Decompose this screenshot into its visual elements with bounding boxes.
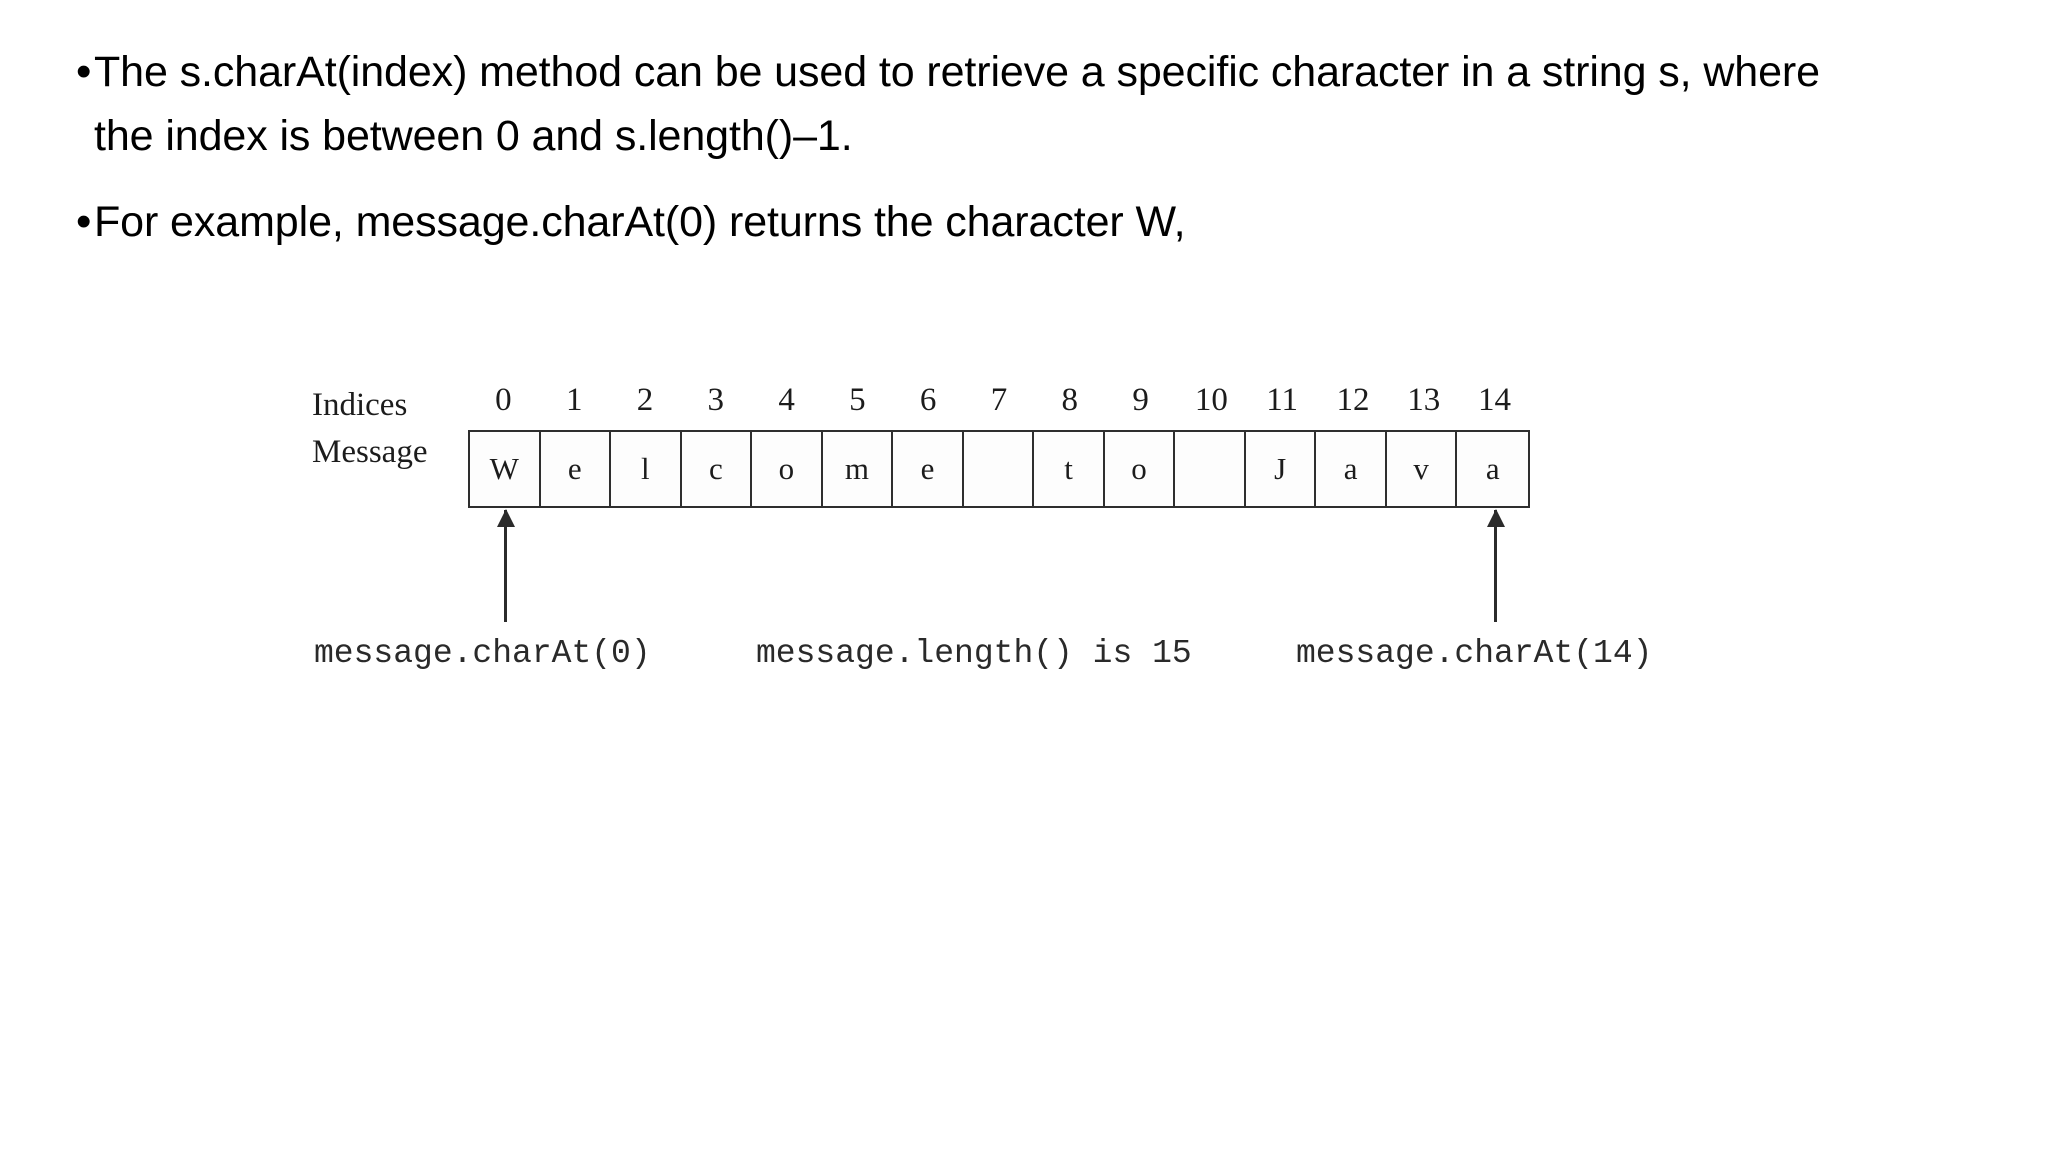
index-number: 13 [1407, 382, 1441, 418]
arrow-up-icon-last-char [1486, 509, 1505, 622]
index-number: 11 [1266, 382, 1299, 418]
message-row-label: Message [312, 434, 428, 470]
slide-body: • The s.charAt(index) method can be used… [60, 40, 1960, 276]
character-cell: e [541, 432, 612, 506]
indices-row-label: Indices [312, 387, 408, 423]
bullet-text: The s.charAt(index) method can be used t… [94, 48, 1820, 160]
caption-length: message.length() is 15 [756, 635, 1192, 672]
caption-char-at-last: message.charAt(14) [1296, 635, 1653, 672]
string-index-figure: Indices Message 0 1 2 3 4 5 6 7 8 9 10 1… [0, 352, 2048, 682]
index-number: 4 [778, 382, 795, 418]
character-cells-row: W e l c o m e t o J a v a [468, 430, 1530, 508]
bullet-marker-icon: • [76, 197, 92, 246]
character-cell: W [470, 432, 541, 506]
character-cell: m [823, 432, 894, 506]
caption-char-at-first: message.charAt(0) [314, 635, 651, 672]
index-number: 5 [849, 382, 866, 418]
index-number: 0 [495, 382, 512, 418]
bullet-item: • For example, message.charAt(0) returns… [60, 190, 1960, 254]
arrow-up-icon-first-char [496, 509, 515, 622]
character-cell: t [1034, 432, 1105, 506]
index-number: 7 [990, 382, 1008, 418]
character-cell: o [752, 432, 823, 506]
index-number: 14 [1478, 382, 1512, 418]
character-cell: J [1246, 432, 1317, 506]
index-number-row: 0 1 2 3 4 5 6 7 8 9 10 11 12 13 14 [468, 380, 1530, 420]
character-cell: c [682, 432, 753, 506]
character-cell [964, 432, 1035, 506]
index-number: 3 [707, 382, 725, 418]
bullet-text: For example, message.charAt(0) returns t… [94, 198, 1186, 246]
character-cell: o [1105, 432, 1176, 506]
character-cell [1175, 432, 1246, 506]
bullet-item: • The s.charAt(index) method can be used… [60, 40, 1960, 168]
index-number: 6 [919, 382, 937, 418]
index-number: 8 [1061, 382, 1079, 418]
character-cell: v [1387, 432, 1458, 506]
index-number: 9 [1132, 382, 1149, 418]
index-number: 1 [565, 382, 583, 418]
character-cell: e [893, 432, 964, 506]
index-number: 12 [1336, 382, 1370, 418]
index-number: 10 [1194, 382, 1228, 418]
index-number: 2 [636, 382, 654, 418]
character-cell: a [1316, 432, 1387, 506]
bullet-marker-icon: • [76, 47, 92, 96]
figure-row-labels: Indices Message [312, 382, 462, 476]
character-cell: l [611, 432, 682, 506]
character-cell: a [1485, 451, 1500, 486]
